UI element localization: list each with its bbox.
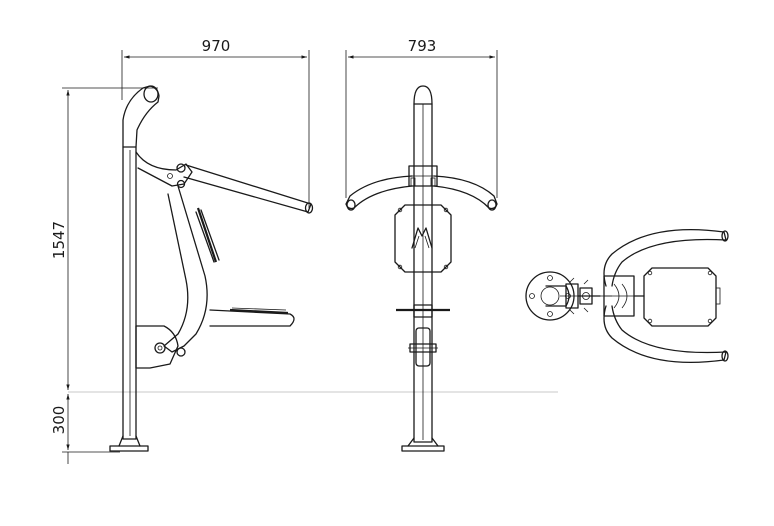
top-logo-panel — [643, 267, 717, 327]
brand-logo-icon — [411, 227, 433, 249]
dimension-total-height: 1547 — [50, 87, 158, 390]
side-handle-left — [345, 175, 413, 210]
front-view — [109, 85, 314, 452]
dimension-front-width: 970 — [121, 37, 310, 208]
dimension-foundation-depth: 300 — [50, 394, 120, 464]
front-width-label: 970 — [202, 37, 231, 55]
front-lower-bracket — [135, 325, 179, 369]
side-view — [345, 85, 498, 452]
top-handle-upper — [603, 229, 727, 287]
side-handle-right — [433, 175, 498, 210]
side-width-label: 793 — [408, 37, 437, 55]
top-handle-lower — [603, 305, 727, 363]
dimension-side-width: 793 — [345, 37, 498, 198]
total-height-label: 1547 — [50, 221, 68, 259]
front-base-plate — [109, 445, 149, 452]
front-top-hook — [122, 85, 160, 148]
front-post — [122, 146, 137, 440]
front-foot-pedal — [209, 309, 295, 327]
front-swing-arm — [163, 185, 208, 353]
side-lower-pivot — [415, 327, 431, 367]
side-post-cap — [413, 85, 433, 105]
side-base-plate — [401, 445, 445, 452]
front-arm-grip — [195, 209, 220, 263]
front-handle-bar — [183, 164, 312, 213]
top-view — [525, 229, 729, 363]
foundation-depth-label: 300 — [50, 406, 68, 435]
side-logo-panel — [394, 204, 452, 273]
